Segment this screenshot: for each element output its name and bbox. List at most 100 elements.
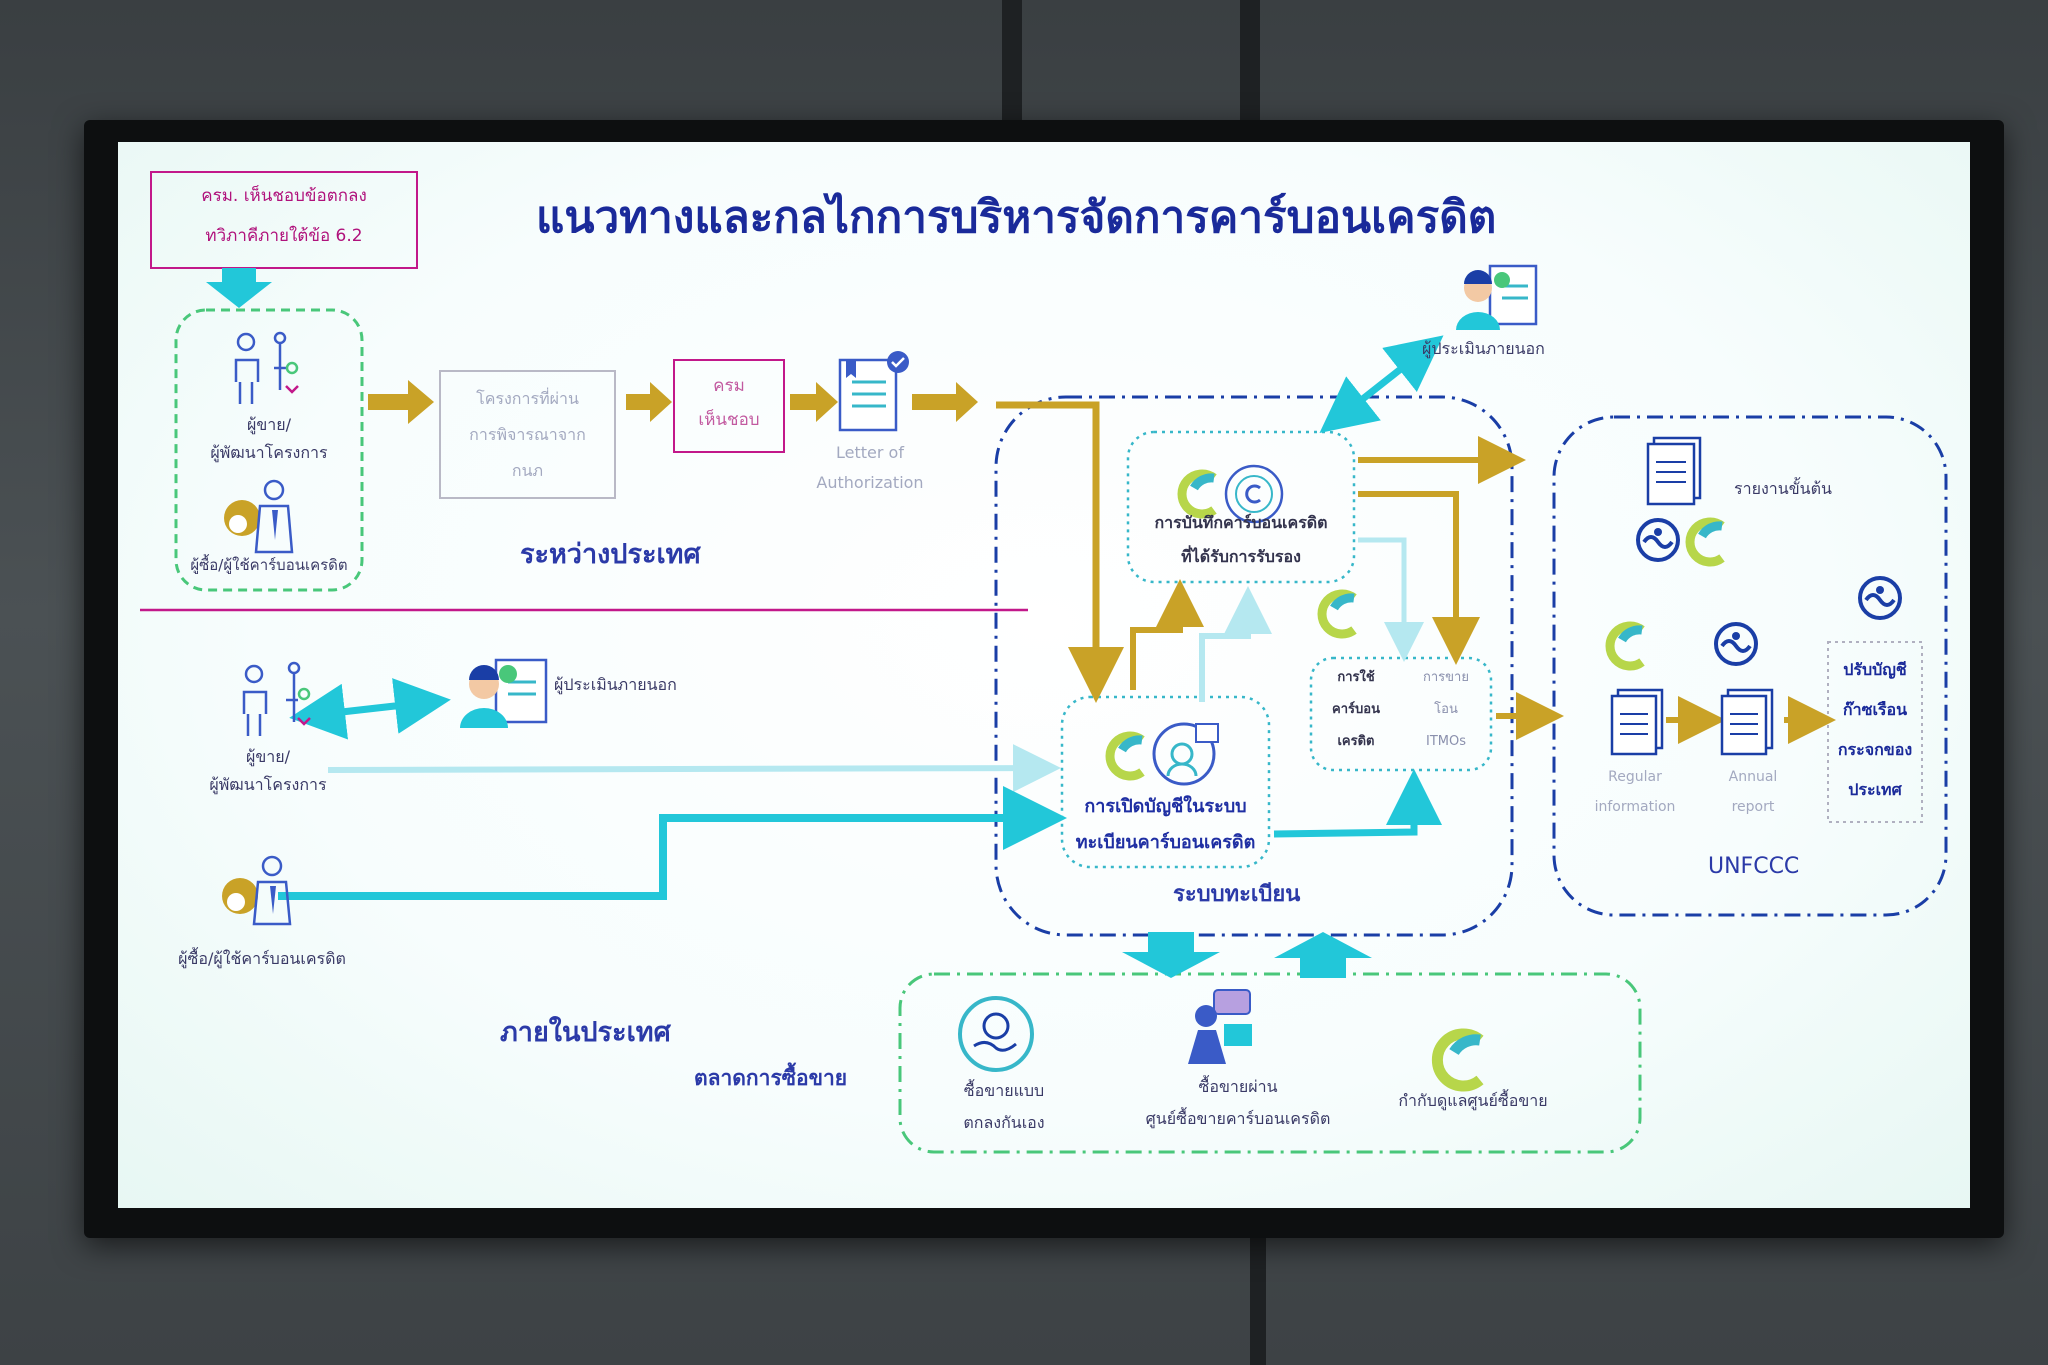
use-credit-line1: การใช้	[1337, 670, 1375, 685]
carbon-c-icon	[1431, 1028, 1484, 1092]
arrow-record-to-transfer	[1358, 491, 1480, 665]
market-box	[898, 972, 1642, 1154]
cabinet-agreement-line1: ครม. เห็นชอบข้อตกลง	[201, 186, 367, 206]
arrow-registry-down	[1122, 932, 1220, 978]
domestic-section-label: ภายในประเทศ	[500, 1017, 671, 1048]
intl-seller-label-1: ผู้ขาย/	[246, 415, 292, 434]
arrow-assessor-registry	[1319, 335, 1444, 433]
domestic-seller-label-1: ผู้ขาย/	[245, 747, 291, 766]
market-direct-line1: ซื้อขายแบบ	[963, 1081, 1045, 1100]
open-account-line1: การเปิดบัญชีในระบบ	[1084, 796, 1247, 817]
intl-seller-label-2: ผู้พัฒนาโครงการ	[210, 443, 328, 462]
market-exchange-line2: ศูนย์ซื้อขายคาร์บอนเครดิต	[1145, 1109, 1331, 1128]
cabinet-approval-line2: เห็นชอบ	[698, 410, 760, 430]
loa-label-line2: Authorization	[816, 473, 924, 492]
trader-icon	[1188, 989, 1252, 1064]
arrow-intl-2	[626, 382, 672, 422]
record-credit-line1: การบันทึกคาร์บอนเครดิต	[1154, 513, 1328, 532]
use-credit-line2: คาร์บอน	[1332, 702, 1380, 717]
market-exchange-line1: ซื้อขายผ่าน	[1198, 1077, 1278, 1096]
use-credit-line3: เครดิต	[1337, 734, 1375, 749]
page-title: แนวทางและกลไกการบริหารจัดการคาร์บอนเครดิ…	[536, 192, 1497, 243]
market-label: ตลาดการซื้อขาย	[694, 1066, 848, 1090]
intl-buyer-label: ผู้ซื้อ/ผู้ใช้คาร์บอนเครดิต	[190, 556, 348, 574]
arrow-account-to-record	[1130, 579, 1204, 690]
intl-assessor-label: ผู้ประเมินภายนอก	[1422, 339, 1545, 358]
domestic-seller-label-2: ผู้พัฒนาโครงการ	[209, 775, 327, 794]
unfccc-box	[1552, 415, 1948, 917]
unfccc-logo-icon	[1636, 518, 1680, 562]
record-credit-box	[1126, 430, 1356, 584]
wall-pole-right	[1240, 0, 1260, 120]
carbon-c-icon	[1317, 589, 1357, 639]
market-direct-line2: ตกลงกันเอง	[963, 1113, 1045, 1132]
approved-project-box	[439, 370, 616, 499]
arrow-intl-1	[368, 380, 434, 424]
cabinet-agreement-line2: ทวิภาคีภายใต้ข้อ 6.2	[205, 226, 363, 246]
adjust-line1: ปรับบัญชี	[1843, 660, 1907, 679]
carbon-c-icon	[1177, 469, 1217, 519]
approved-project-line2: การพิจารณาจาก	[469, 425, 586, 444]
approved-project-line1: โครงการที่ผ่าน	[476, 389, 579, 408]
arrow-market-up	[1274, 932, 1372, 978]
handshake-people-icon	[242, 661, 311, 736]
adjust-line4: ประเทศ	[1848, 780, 1902, 799]
note-down-arrow	[206, 268, 272, 308]
carbon-c-icon	[1605, 621, 1645, 671]
loa-label-line1: Letter of	[836, 443, 904, 462]
businessman-money-icon	[222, 855, 292, 926]
open-account-line2: ทะเบียนคาร์บอนเครดิต	[1075, 832, 1256, 853]
arrow-intl-3	[790, 382, 838, 422]
presentation-screen: แนวทางและกลไกการบริหารจัดการคาร์บอนเครดิ…	[118, 142, 1970, 1208]
transfer-line1: การขาย	[1423, 670, 1469, 685]
arrow-account-record-light	[1199, 586, 1272, 702]
carbon-c-icon	[1685, 517, 1725, 567]
regular-info-line2: information	[1594, 799, 1676, 815]
arrow-intl-4	[912, 382, 978, 422]
assessor-icon	[1152, 722, 1219, 786]
arrow-loa-to-registry	[996, 401, 1124, 703]
assessor-icon	[460, 658, 548, 728]
document-icon	[1610, 688, 1664, 756]
tv-frame: แนวทางและกลไกการบริหารจัดการคาร์บอนเครดิ…	[84, 120, 2004, 1238]
carbon-c-icon	[1224, 464, 1284, 524]
assessor-icon	[1456, 264, 1538, 330]
adjust-line3: กระจกของ	[1837, 740, 1913, 759]
market-supervise-label: กำกับดูแลศูนย์ซื้อขาย	[1398, 1091, 1548, 1110]
arrow-account-to-use	[1273, 769, 1442, 838]
transfer-line2: โอน	[1434, 702, 1458, 717]
registry-system-label: ระบบทะเบียน	[1173, 882, 1301, 907]
initial-report-label: รายงานขั้นต้น	[1734, 479, 1832, 498]
flow-diagram	[140, 171, 1948, 1154]
businessman-money-icon	[224, 479, 294, 554]
handshake-people-icon	[234, 331, 299, 404]
registry-system-box	[994, 395, 1514, 937]
domestic-assessor-label: ผู้ประเมินภายนอก	[554, 675, 677, 694]
arrow-record-to-use-light	[1358, 537, 1424, 662]
transfer-line3: ITMOs	[1426, 734, 1466, 749]
international-section-label: ระหว่างประเทศ	[520, 539, 701, 570]
annual-report-line1: Annual	[1728, 769, 1778, 785]
intl-actors-box	[174, 308, 364, 592]
record-credit-line2: ที่ได้รับการรับรอง	[1181, 547, 1301, 566]
unfccc-logo-icon	[1714, 622, 1758, 666]
regular-info-line1: Regular	[1608, 769, 1662, 785]
document-icon	[1646, 436, 1702, 506]
cabinet-approval-line1: ครม	[713, 376, 745, 396]
annual-report-line2: report	[1731, 799, 1775, 815]
certificate-icon	[838, 351, 909, 432]
cabinet-approval-box	[673, 359, 785, 453]
hand-coin-icon	[958, 996, 1034, 1072]
arrow-buyer-to-account	[278, 786, 1067, 900]
document-icon	[1720, 688, 1774, 756]
domestic-buyer-label: ผู้ซื้อ/ผู้ใช้คาร์บอนเครดิต	[178, 949, 346, 968]
arrow-domestic-assessor	[289, 678, 451, 740]
unfccc-label: UNFCCC	[1708, 854, 1800, 879]
wall-pole-left	[1002, 0, 1022, 120]
carbon-c-icon	[1105, 731, 1145, 781]
approved-project-line3: กนภ	[511, 461, 544, 480]
unfccc-logo-icon	[1858, 576, 1902, 620]
wall-pole-bottom	[1250, 1238, 1266, 1365]
adjust-line2: ก๊าซเรือน	[1842, 700, 1908, 719]
cabinet-agreement-box	[150, 171, 418, 269]
